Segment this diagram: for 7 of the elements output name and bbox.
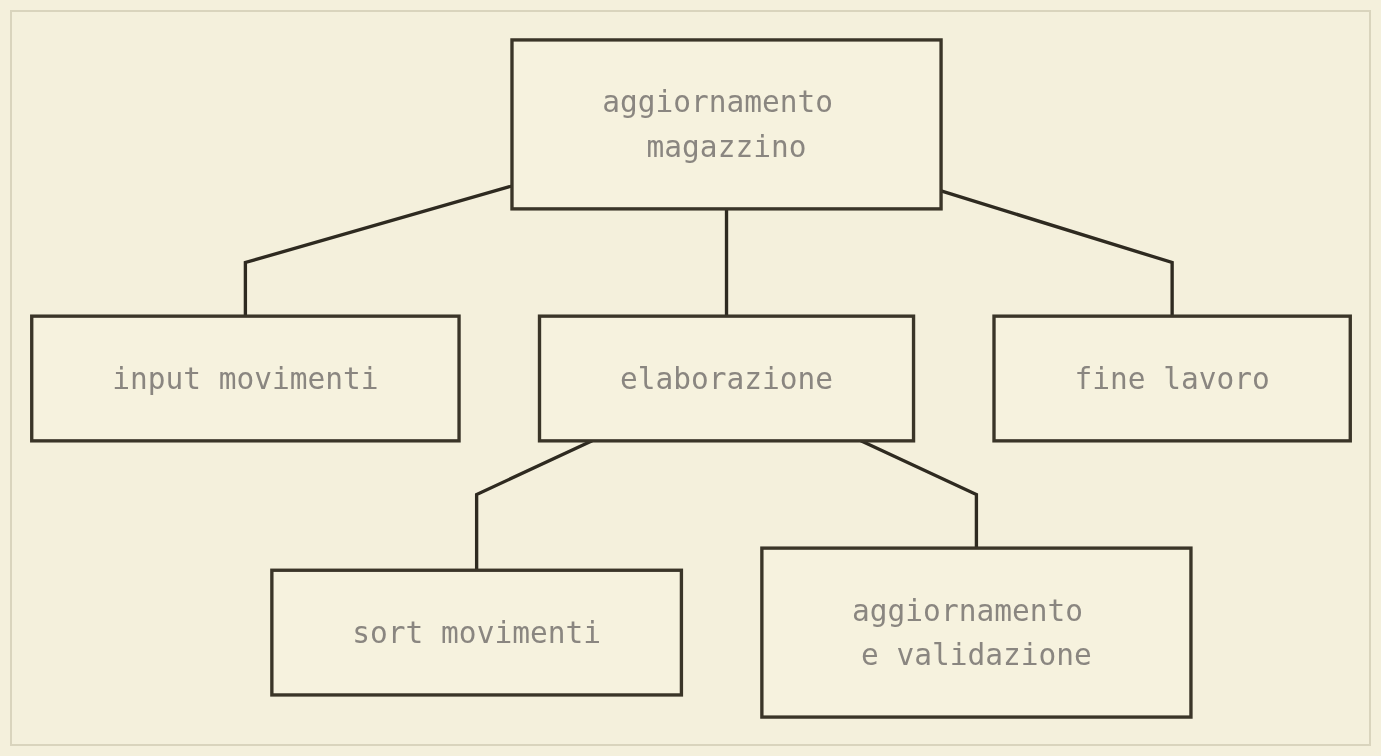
node-box: aggiornamento magazzino [509, 37, 943, 211]
node-box: input movimenti [29, 313, 461, 443]
node-box: elaborazione [537, 313, 915, 443]
connector [724, 208, 728, 316]
node-box: sort movimenti [269, 568, 683, 697]
node-box: fine lavoro [991, 313, 1352, 443]
node-box: aggiornamento e validazione [759, 545, 1193, 719]
